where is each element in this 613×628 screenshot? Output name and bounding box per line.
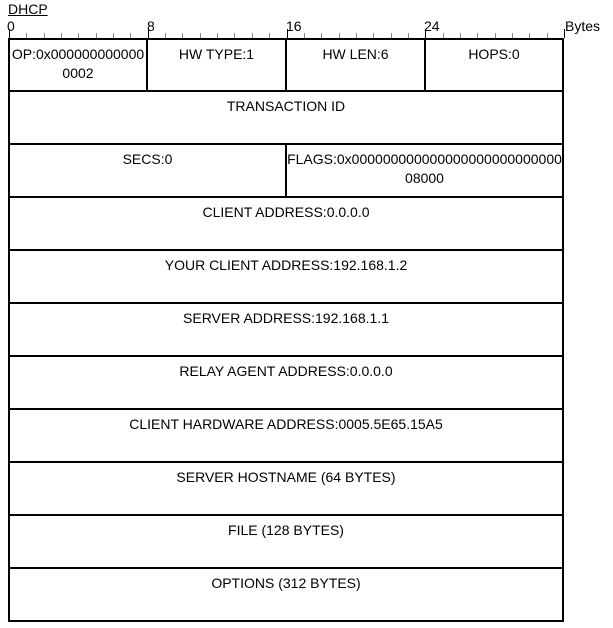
ruler-tick <box>182 33 184 38</box>
field-server-hostname: SERVER HOSTNAME (64 BYTES) <box>8 461 564 516</box>
ruler-unit-label: Bytes <box>565 18 601 34</box>
ruler-tick <box>321 33 323 38</box>
ruler-tick <box>442 33 444 38</box>
ruler-tick <box>355 33 357 38</box>
ruler-tick <box>130 33 132 38</box>
field-op: OP:0x0000000000000002 <box>8 38 148 92</box>
ruler-tick <box>564 29 565 38</box>
ruler-tick <box>407 33 409 38</box>
ruler-label-0: 0 <box>7 18 15 34</box>
ruler-tick <box>9 29 10 38</box>
ruler-tick <box>78 33 80 38</box>
field-relay-agent-address: RELAY AGENT ADDRESS:0.0.0.0 <box>8 355 564 410</box>
ruler-tick <box>459 33 461 38</box>
ruler-tick <box>425 29 427 38</box>
ruler-tick <box>494 33 496 38</box>
ruler-tick <box>251 33 253 38</box>
ruler-tick <box>43 33 45 38</box>
field-options: OPTIONS (312 BYTES) <box>8 567 564 622</box>
ruler-tick <box>546 33 548 38</box>
ruler-tick <box>373 33 375 38</box>
ruler-tick <box>390 33 392 38</box>
field-client-hardware-address: CLIENT HARDWARE ADDRESS:0005.5E65.15A5 <box>8 408 564 463</box>
ruler-tick <box>529 33 531 38</box>
field-server-address: SERVER ADDRESS:192.168.1.1 <box>8 302 564 357</box>
ruler-tick <box>269 33 271 38</box>
field-hw-type: HW TYPE:1 <box>146 38 287 92</box>
ruler-tick <box>26 33 28 38</box>
ruler-tick <box>61 33 63 38</box>
ruler-tick <box>199 33 201 38</box>
ruler-tick <box>113 33 115 38</box>
protocol-title: DHCP <box>8 1 48 17</box>
ruler-tick <box>165 33 167 38</box>
ruler-tick <box>303 33 305 38</box>
dhcp-packet-diagram: OP:0x0000000000000002 HW TYPE:1 HW LEN:6… <box>8 38 564 624</box>
ruler-label-8: 8 <box>147 18 155 34</box>
ruler-label-16: 16 <box>286 18 302 34</box>
field-your-client-address: YOUR CLIENT ADDRESS:192.168.1.2 <box>8 249 564 304</box>
field-file: FILE (128 BYTES) <box>8 514 564 569</box>
field-transaction-id: TRANSACTION ID <box>8 90 564 145</box>
ruler-tick <box>286 29 288 38</box>
ruler-tick <box>234 33 236 38</box>
bit-ruler: 0 8 16 24 Bytes <box>0 16 613 40</box>
ruler-label-24: 24 <box>424 18 440 34</box>
ruler-tick <box>511 33 513 38</box>
ruler-tick <box>95 33 97 38</box>
ruler-tick <box>217 33 219 38</box>
ruler-tick <box>338 33 340 38</box>
ruler-tick <box>147 29 149 38</box>
ruler-tick <box>477 33 479 38</box>
field-hops: HOPS:0 <box>424 38 564 92</box>
field-secs: SECS:0 <box>8 143 287 198</box>
field-flags: FLAGS:0x00000000000000000000000000008000 <box>285 143 564 198</box>
field-hw-len: HW LEN:6 <box>285 38 426 92</box>
field-client-address: CLIENT ADDRESS:0.0.0.0 <box>8 196 564 251</box>
